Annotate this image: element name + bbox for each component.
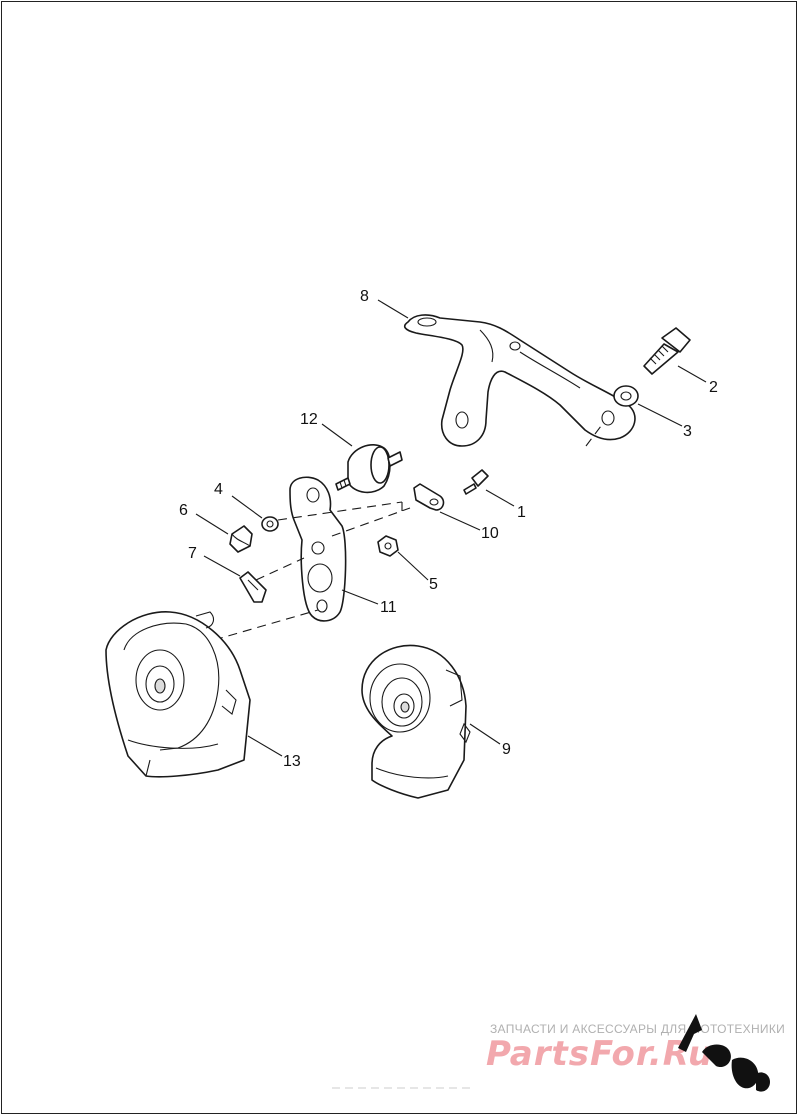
part-4-washer [261, 516, 279, 532]
watermark-logo-icon [678, 1014, 770, 1092]
part-3-washer [613, 385, 639, 407]
part-10-clip [413, 483, 445, 511]
callout-8: 8 [360, 288, 369, 305]
part-1-screw [463, 469, 489, 495]
part-5-nut [377, 535, 399, 557]
callout-10: 10 [481, 525, 499, 542]
callout-9: 9 [502, 741, 511, 758]
callout-labels: 1 2 3 4 5 6 7 8 9 10 11 12 13 [179, 288, 718, 770]
part-13-horn-assembly [105, 611, 251, 778]
watermark-tagline: ЗАПЧАСТИ И АКСЕССУАРЫ ДЛЯ МОТОТЕХНИКИ [490, 1022, 786, 1036]
callout-1: 1 [517, 504, 526, 521]
part-8-horn-bracket [403, 314, 636, 447]
leader-lines [195, 299, 707, 757]
part-11-mounting-plate [289, 476, 347, 622]
callout-4: 4 [214, 481, 223, 498]
callout-2: 2 [709, 379, 718, 396]
part-2-bolt [643, 327, 691, 375]
watermark-logo-text: PartsFor.Ru [486, 1034, 714, 1074]
callout-6: 6 [179, 502, 188, 519]
part-6-acorn-nut [229, 525, 253, 553]
part-12-rubber-mount [335, 444, 403, 494]
part-7-terminal [239, 571, 267, 603]
part-9-horn [361, 644, 471, 799]
callout-5: 5 [429, 576, 438, 593]
callout-7: 7 [188, 545, 197, 562]
callout-3: 3 [683, 423, 692, 440]
alignment-lines [213, 421, 605, 641]
callout-12: 12 [300, 411, 318, 428]
callout-11: 11 [380, 599, 397, 616]
callout-13: 13 [283, 753, 301, 770]
